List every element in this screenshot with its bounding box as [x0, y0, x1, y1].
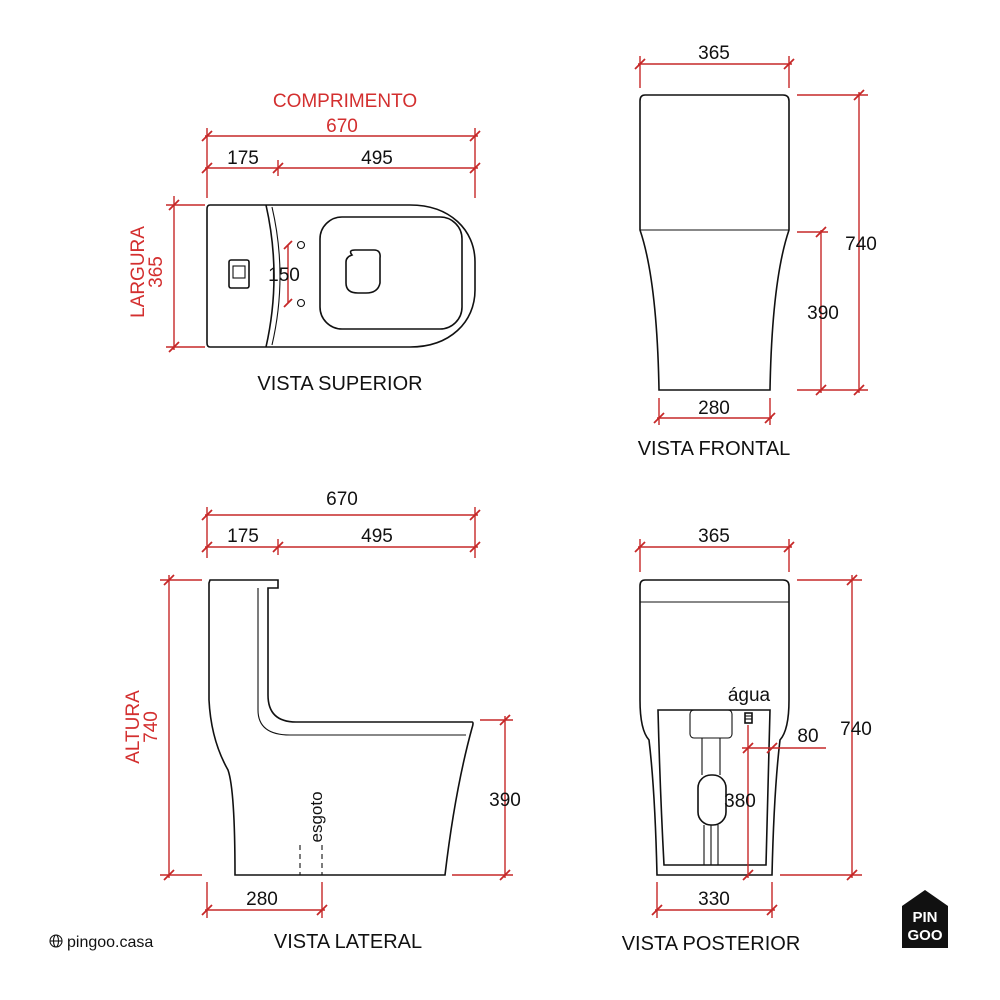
water-offset-value: 80 — [797, 726, 818, 747]
front-view-title: VISTA FRONTAL — [638, 438, 791, 460]
water-height-value: 380 — [724, 791, 756, 812]
front-view-outline — [639, 94, 790, 391]
water-inlet-icon — [744, 712, 753, 724]
rear-base-width-value: 330 — [698, 889, 730, 910]
width-label: LARGURA — [128, 226, 149, 318]
width-value: 365 — [146, 256, 167, 288]
rear-view: 365 740 água 80 380 330 VISTA POSTERIOR — [622, 526, 872, 955]
tank-edge-inner — [271, 206, 281, 346]
height-label: ALTURA — [123, 690, 144, 764]
tank-edge — [265, 204, 275, 348]
height-value: 740 — [141, 711, 162, 743]
side-bowl-height-value: 390 — [489, 790, 521, 811]
rear-view-title: VISTA POSTERIOR — [622, 933, 801, 955]
bowl-depth-value: 495 — [361, 148, 393, 169]
side-view-outline — [208, 579, 474, 876]
rear-view-outline — [639, 579, 790, 876]
side-view: 670 175 495 ALTURA 740 390 280 esgoto VI… — [123, 489, 521, 953]
water-label: água — [728, 685, 771, 706]
side-tank-depth-value: 175 — [227, 526, 259, 547]
logo-line2: GOO — [907, 927, 942, 944]
length-value: 670 — [326, 116, 358, 137]
fixing-spacing-value: 150 — [268, 265, 300, 286]
top-view-outline — [206, 204, 476, 348]
bowl-rim — [319, 216, 463, 330]
trap-icon — [697, 774, 727, 826]
front-view: 365 740 390 280 VISTA FRONTAL — [634, 43, 877, 460]
fixing-hole-icon — [296, 240, 306, 250]
rear-total-height-value: 740 — [840, 719, 872, 740]
length-label: COMPRIMENTO — [273, 91, 417, 112]
rear-cavity — [657, 709, 771, 866]
front-top-width-value: 365 — [698, 43, 730, 64]
globe-icon — [49, 934, 63, 948]
rear-top-width-value: 365 — [698, 526, 730, 547]
side-tank-inner — [257, 588, 466, 736]
front-total-height-value: 740 — [845, 234, 877, 255]
top-view: COMPRIMENTO 670 175 495 LARGURA 365 150 … — [128, 91, 481, 395]
front-base-height-value: 390 — [807, 303, 839, 324]
side-length-value: 670 — [326, 489, 358, 510]
brand-site: pingoo.casa — [67, 934, 153, 951]
side-bowl-depth-value: 495 — [361, 526, 393, 547]
logo-line1: PIN — [912, 909, 937, 926]
drain-label: esgoto — [307, 791, 326, 842]
brand: pingoo.casa PIN GOO — [49, 890, 948, 951]
side-view-title: VISTA LATERAL — [274, 931, 422, 953]
bowl-opening — [345, 249, 381, 294]
front-base-width-value: 280 — [698, 398, 730, 419]
side-base-length-value: 280 — [246, 889, 278, 910]
top-view-title: VISTA SUPERIOR — [257, 373, 422, 395]
tank-depth-value: 175 — [227, 148, 259, 169]
flush-button-icon — [228, 259, 250, 289]
brand-logo — [902, 890, 948, 948]
fixing-hole-icon — [296, 298, 306, 308]
